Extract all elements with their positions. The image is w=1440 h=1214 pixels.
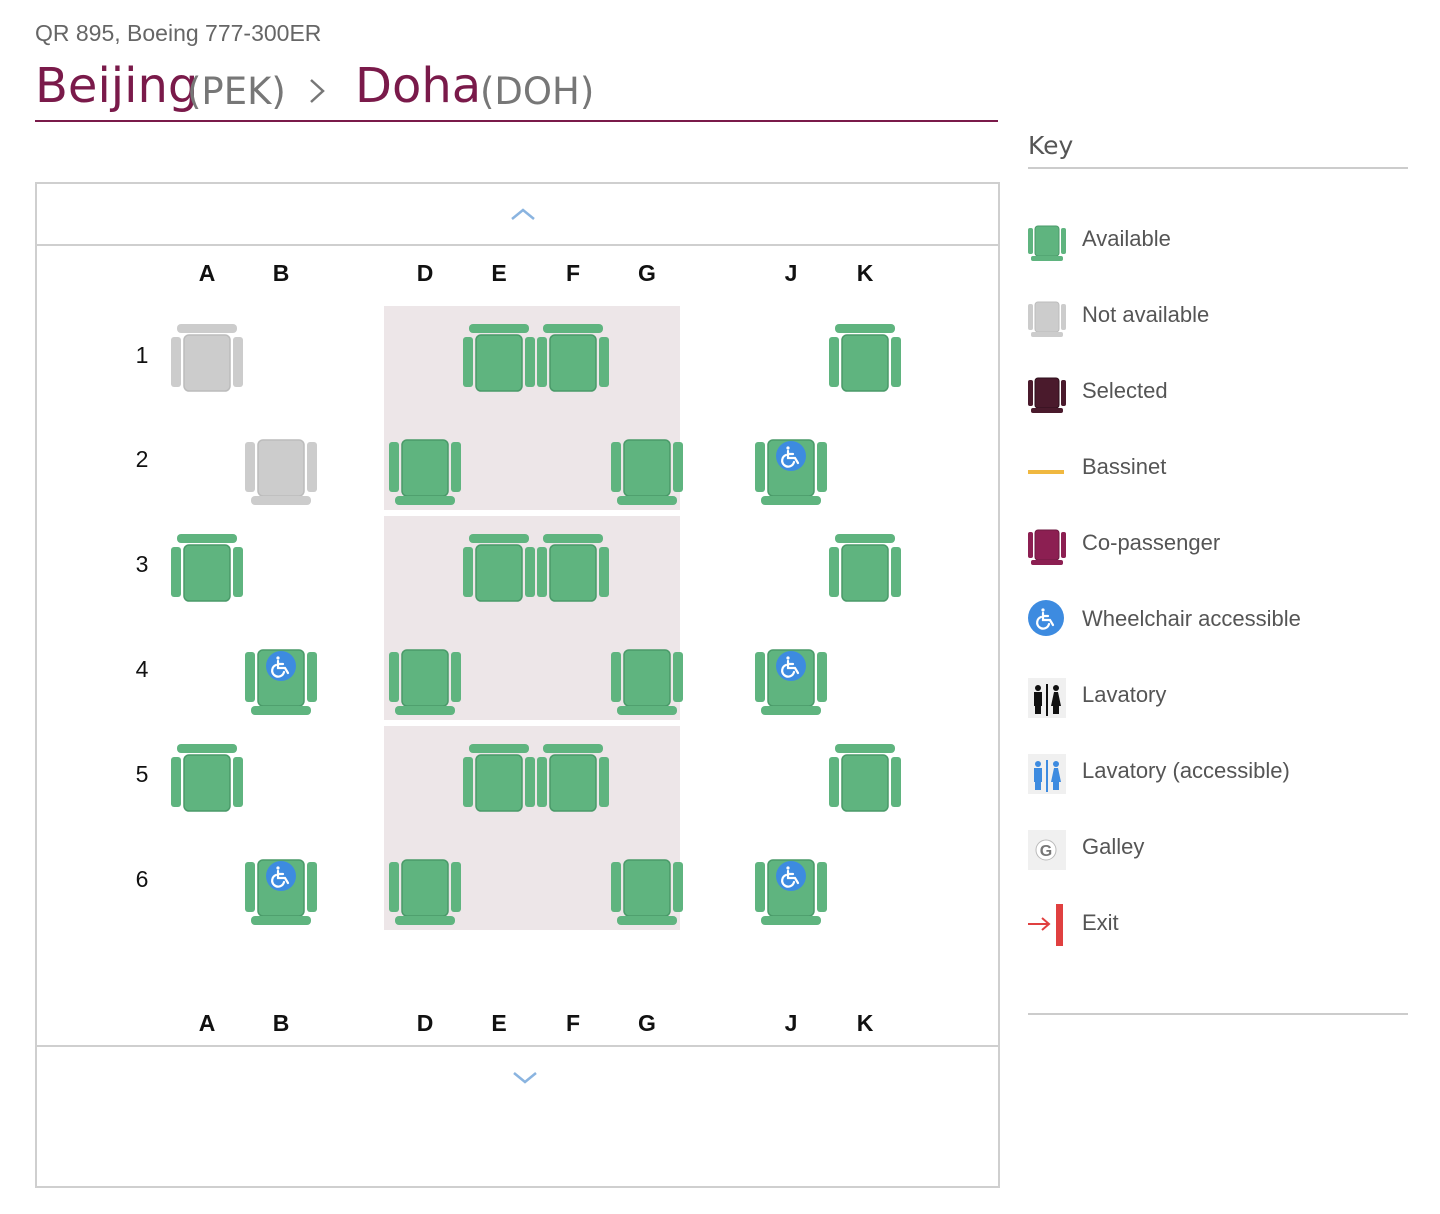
row-label-4: 4 [135, 656, 149, 682]
seat-5e[interactable] [461, 743, 537, 821]
column-label-bottom-e: E [491, 1010, 507, 1036]
key-item-exit: Exit [1028, 902, 1408, 952]
row-label-2: 2 [135, 446, 149, 472]
column-label-bottom-d: D [416, 1010, 434, 1036]
key-item-label: Not available [1082, 302, 1210, 327]
not-available-seat-icon [1028, 294, 1066, 344]
column-label-top-g: G [638, 260, 656, 286]
seat-6d[interactable] [387, 848, 463, 926]
flight-info: QR 895, Boeing 777-300ER [35, 20, 322, 46]
column-label-top-b: B [272, 260, 290, 286]
column-label-bottom-a: A [198, 1010, 216, 1036]
scroll-down-button[interactable] [37, 1045, 998, 1186]
seat-3e[interactable] [461, 533, 537, 611]
galley-icon: G [1028, 826, 1066, 876]
wheelchair-icon [1028, 598, 1066, 648]
column-label-bottom-g: G [638, 1010, 656, 1036]
seat-4b[interactable] [243, 638, 319, 716]
key-item-label: Selected [1082, 378, 1168, 403]
column-label-top-e: E [491, 260, 507, 286]
column-label-bottom-f: F [565, 1010, 581, 1036]
seat-1f[interactable] [535, 323, 611, 401]
column-label-top-j: J [784, 260, 798, 286]
bassinet-icon [1028, 446, 1066, 496]
lavatory-accessible-icon [1028, 750, 1066, 800]
column-label-top-f: F [565, 260, 581, 286]
seat-1a [169, 323, 245, 401]
column-label-bottom-b: B [272, 1010, 290, 1036]
key-item-label: Bassinet [1082, 454, 1167, 479]
key-item-label: Co-passenger [1082, 530, 1221, 555]
column-label-bottom-j: J [784, 1010, 798, 1036]
scroll-up-button[interactable] [37, 184, 998, 246]
available-seat-icon [1028, 218, 1066, 268]
seat-6g[interactable] [609, 848, 685, 926]
seat-map: A A B B D D E E F F G G J J K K 1 2 3 4 5 6 [35, 182, 1000, 1188]
seat-5k[interactable] [827, 743, 903, 821]
seat-2g[interactable] [609, 428, 685, 506]
row-label-1: 1 [135, 342, 149, 368]
key-item-label: Lavatory [1082, 682, 1167, 707]
chevron-up-icon [511, 208, 535, 220]
row-label-6: 6 [135, 866, 149, 892]
seat-6j[interactable] [753, 848, 829, 926]
exit-icon [1028, 902, 1066, 952]
lavatory-icon [1028, 674, 1066, 724]
key-item-selected-seat: Selected [1028, 370, 1408, 420]
key-item-label: Galley [1082, 834, 1145, 859]
key-item-lavatory-accessible: Lavatory (accessible) [1028, 750, 1408, 800]
row-label-3: 3 [135, 551, 149, 577]
column-label-bottom-k: K [856, 1010, 874, 1036]
co-passenger-seat-icon [1028, 522, 1066, 572]
key-item-label: Exit [1082, 910, 1119, 935]
seat-3k[interactable] [827, 533, 903, 611]
key-item-lavatory: Lavatory [1028, 674, 1408, 724]
seat-2b [243, 428, 319, 506]
seat-2j[interactable] [753, 428, 829, 506]
column-label-top-a: A [198, 260, 216, 286]
seat-1k[interactable] [827, 323, 903, 401]
origin-code: (PEK) [187, 70, 286, 113]
seat-4d[interactable] [387, 638, 463, 716]
seat-6b[interactable] [243, 848, 319, 926]
destination-city: Doha [355, 58, 482, 114]
key-item-galley: G Galley [1028, 826, 1408, 876]
key-item-co-passenger-seat: Co-passenger [1028, 522, 1408, 572]
key-item-not-available-seat: Not available [1028, 294, 1408, 344]
row-label-5: 5 [135, 761, 149, 787]
key-item-bassinet: Bassinet [1028, 446, 1408, 496]
origin-city: Beijing [35, 58, 199, 114]
seat-4j[interactable] [753, 638, 829, 716]
key-item-wheelchair: Wheelchair accessible [1028, 598, 1408, 648]
column-label-top-k: K [856, 260, 874, 286]
key-item-available-seat: Available [1028, 218, 1408, 268]
seat-3f[interactable] [535, 533, 611, 611]
chevron-down-icon [513, 1072, 537, 1084]
key-title: Key [1028, 128, 1408, 169]
route-header: Beijing (PEK) Doha (DOH) [35, 58, 998, 122]
chevron-right-icon [310, 79, 325, 103]
seat-3a[interactable] [169, 533, 245, 611]
column-label-top-d: D [416, 260, 434, 286]
destination-code: (DOH) [480, 70, 595, 113]
seat-5a[interactable] [169, 743, 245, 821]
key-item-label: Lavatory (accessible) [1082, 758, 1290, 783]
key-item-label: Available [1082, 226, 1171, 251]
key-item-label: Wheelchair accessible [1082, 606, 1301, 631]
seat-1e[interactable] [461, 323, 537, 401]
seat-4g[interactable] [609, 638, 685, 716]
seat-2d[interactable] [387, 428, 463, 506]
selected-seat-icon [1028, 370, 1066, 420]
svg-text:G: G [1040, 843, 1052, 860]
seat-5f[interactable] [535, 743, 611, 821]
